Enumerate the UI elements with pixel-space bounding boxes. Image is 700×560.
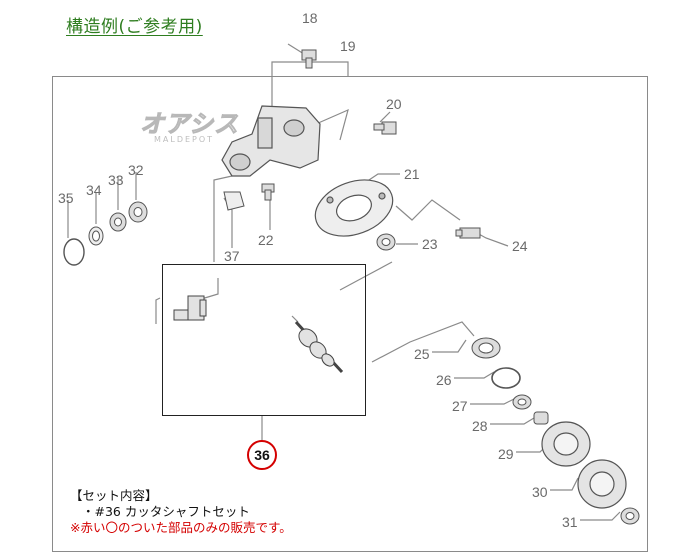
callout-25: 25 [414, 346, 430, 362]
callout-36-highlight: 36 [247, 440, 277, 470]
holder-29-drawing [541, 421, 591, 467]
callout-22: 22 [258, 232, 274, 248]
pinion-gear-drawing [173, 295, 207, 321]
cutter-shaft-set-box [162, 264, 366, 416]
callout-24: 24 [512, 238, 528, 254]
callout-31: 31 [562, 514, 578, 530]
leader-set-diag [339, 261, 393, 291]
leader-20 [379, 111, 391, 123]
page-title: 構造例(ご参考用) [66, 17, 203, 37]
diagram-frame [52, 76, 648, 552]
callout-19: 19 [340, 38, 356, 54]
callout-36: 36 [254, 447, 270, 463]
watermark-logo: オアシス MALDEPOT [140, 104, 260, 156]
callout-32: 32 [128, 162, 144, 178]
callout-35: 35 [58, 190, 74, 206]
leader-19 [271, 61, 349, 110]
bolt-18-drawing [301, 49, 317, 69]
leader-26 [454, 371, 495, 379]
guard-plate-21-drawing [314, 179, 394, 237]
grease-nipple-24-drawing [455, 227, 481, 239]
callout-20: 20 [386, 96, 402, 112]
bolt-22-drawing [261, 183, 275, 201]
legend-note: ※赤い〇のついた部品のみの販売です。 [70, 520, 292, 535]
leader-28 [490, 417, 535, 425]
leader-set-right [291, 315, 299, 323]
set-contents-legend: 【セット内容】 ・#36 カッタシャフトセット ※赤い〇のついた部品のみの販売で… [70, 488, 292, 536]
leader-30 [550, 477, 579, 491]
collar-27-drawing [512, 394, 532, 410]
legend-item: ・#36 カッタシャフトセット [82, 504, 250, 519]
watermark-sub-text: MALDEPOT [154, 135, 215, 144]
callout-30: 30 [532, 484, 548, 500]
callout-29: 29 [498, 446, 514, 462]
callout-28: 28 [472, 418, 488, 434]
callout-23: 23 [422, 236, 438, 252]
leader-31 [580, 511, 621, 521]
leader-gearcase-left [155, 297, 161, 324]
leader-25b [371, 321, 475, 363]
callout-33: 33 [108, 172, 124, 188]
bearing-32-drawing [128, 201, 148, 223]
watermark-main-text: オアシス [140, 110, 240, 139]
callout-27: 27 [452, 398, 468, 414]
bolt-20-drawing [373, 121, 397, 135]
leader-set-left [197, 278, 219, 301]
callout-34: 34 [86, 182, 102, 198]
leader-24b [395, 199, 461, 221]
bearing-25-drawing [471, 337, 501, 359]
legend-heading: 【セット内容】 [70, 488, 158, 503]
leader-27 [470, 397, 517, 405]
leader-25 [432, 339, 467, 353]
callout-21: 21 [404, 166, 420, 182]
bearing-33-drawing [109, 212, 127, 232]
callout-37: 37 [224, 248, 240, 264]
nut-31-drawing [620, 507, 640, 525]
leader-gearcase-bottom [213, 175, 233, 262]
bearing-23-drawing [376, 233, 396, 251]
callout-26: 26 [436, 372, 452, 388]
collar-28-drawing [533, 411, 549, 425]
plate-37-drawing [223, 191, 245, 211]
snap-ring-35-drawing [63, 238, 85, 266]
holder-30-drawing [577, 459, 627, 509]
leader-21b [315, 108, 349, 141]
cutter-shaft-drawing [294, 320, 344, 374]
washer-34-drawing [88, 226, 104, 246]
leader-18 [287, 43, 305, 55]
snap-ring-26-drawing [491, 367, 521, 389]
callout-18: 18 [302, 10, 318, 26]
gear-case-drawing [221, 105, 321, 177]
